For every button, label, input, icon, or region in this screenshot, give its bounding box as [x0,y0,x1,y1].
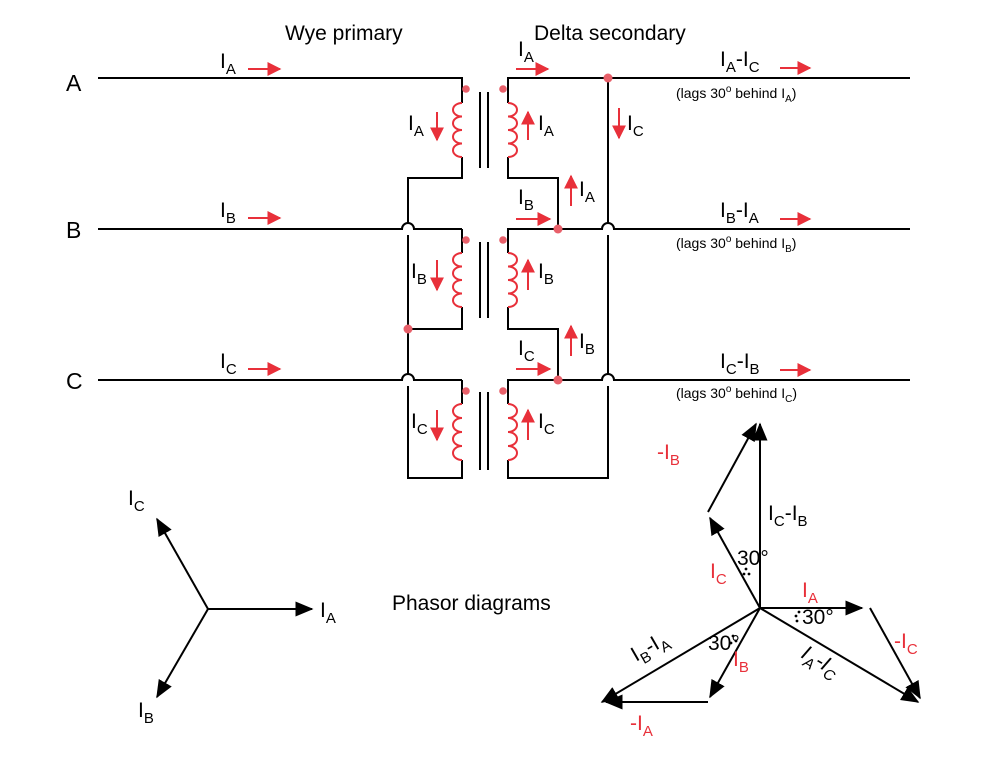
phasor-ic [156,517,209,610]
phasor-diagram-delta: 30° 30° 30° IA IC IB -IB -IC -IA IC-IB I… [600,422,921,740]
phasor-neg-ia-label: -IA [630,712,653,740]
angle-marker: 30° [737,547,769,576]
delta-current-top-out: IA [516,38,550,76]
secondary-wiring [507,77,910,479]
phasor-ib [709,607,761,699]
primary-coil-current-b-label: IB [411,260,427,288]
polarity-dot [462,85,470,93]
delta-current-vertical-c: IC [612,108,644,140]
polarity-dot [462,236,470,244]
output-current-b-label: IB-IA [720,199,759,227]
angle-dot [734,639,738,643]
angle-label: 30° [802,606,834,629]
phasor-neg-ic-label: -IC [894,630,918,658]
delta-current-link1-in-label: IB [518,186,534,214]
line-current-a: IA [220,50,282,78]
delta-current-link1-up: IA [564,174,595,206]
angle-dot [729,641,733,645]
phasor-ib-minus-ia [600,607,761,703]
output-current-b: IB-IA (lags 30o behind IB) [676,199,812,255]
angle-dot [797,610,801,614]
delta-current-top-out-label: IA [518,38,534,66]
angle-label: 30° [708,632,740,655]
transformer-a [452,85,518,168]
delta-current-link1-up-label: IA [579,178,595,206]
line-label-b: B [66,217,81,243]
angle-dot [742,572,746,576]
phasor-ic [709,516,761,609]
secondary-coil-current-a-label: IA [538,112,554,140]
line-label-c: C [66,368,83,394]
delta-current-link2-up-label: IB [579,330,595,358]
primary-coil-current-c-label: IC [411,410,428,438]
secondary-coil-current-c: IC [521,408,555,440]
output-current-c: IC-IB (lags 30o behind IC) [676,350,812,405]
secondary-coil-current-c-label: IC [538,410,555,438]
angle-dot [731,634,735,638]
delta-current-link2-in-label: IC [518,337,535,365]
output-current-c-note: (lags 30o behind IC) [676,384,797,405]
phasor-diagrams-heading: Phasor diagrams [392,592,551,615]
junction-dot [603,73,613,83]
output-current-a-label: IA-IC [720,48,760,76]
line-label-a: A [66,70,82,96]
angle-dot [744,567,748,571]
line-current-c: IC [220,350,282,378]
phasor-ic-minus-ib-label: IC-IB [768,502,808,530]
delta-current-link2-up: IB [564,324,595,358]
phasor-ic-label: IC [710,560,727,588]
phasor-ia-label: IA [320,599,336,627]
angle-dot [794,614,798,618]
primary-coil-current-a-label: IA [408,112,424,140]
primary-wiring [98,77,463,479]
secondary-coil-current-a: IA [521,110,554,140]
phasor-ia-label: IA [802,579,818,607]
transformer-b [452,236,518,318]
phasor-ic-label: IC [128,487,145,515]
phasor-neg-ic [869,607,921,700]
output-current-a-note: (lags 30o behind IA) [676,84,796,105]
angle-marker: 30° [708,632,740,655]
phasor-neg-ib-label: -IB [657,441,680,469]
junction-dot [553,375,563,385]
secondary-coil-current-b: IB [521,258,554,290]
junction-dot [403,324,413,334]
delta-current-vertical-c-label: IC [627,112,644,140]
line-current-c-label: IC [220,350,237,378]
line-current-b-label: IB [220,199,236,227]
output-current-b-note: (lags 30o behind IB) [676,234,796,255]
secondary-coil-current-b-label: IB [538,260,554,288]
phasor-diagram-wye: IA IC IB [128,487,336,727]
polarity-dot [499,85,507,93]
junction-dots [403,73,613,385]
line-current-a-label: IA [220,50,236,78]
output-current-a: IA-IC (lags 30o behind IA) [676,48,812,105]
phasor-neg-ib [707,422,757,513]
phasor-ia-minus-ic-label: IA-IC [795,641,843,685]
junction-dot [553,224,563,234]
transformer-c [452,387,518,470]
output-current-c-label: IC-IB [720,350,760,378]
delta-secondary-heading: Delta secondary [534,22,686,45]
phasor-ib-label: IB [138,699,154,727]
phasor-ib-label: IB [733,648,749,676]
line-current-b: IB [220,199,282,227]
angle-dot [747,572,751,576]
polarity-dot [499,236,507,244]
primary-coil-current-a: IA [408,112,444,142]
primary-coil-current-c: IC [411,410,444,442]
polarity-dot [499,387,507,395]
polarity-dot [462,387,470,395]
primary-coil-current-b: IB [411,260,444,292]
angle-label: 30° [737,547,769,570]
delta-current-link2-in: IC [516,337,552,376]
phasor-ib [156,608,209,699]
angle-dot [795,619,799,623]
wye-primary-heading: Wye primary [285,22,403,45]
delta-current-link1-in: IB [516,186,552,226]
phasor-ia-minus-ic [759,607,920,703]
angle-marker: 30° [794,606,834,629]
